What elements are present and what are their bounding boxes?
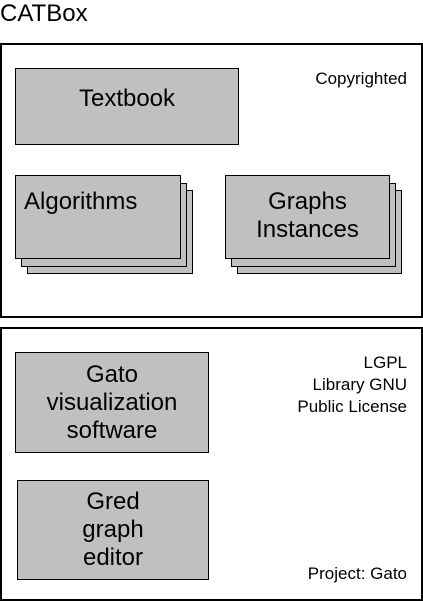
gred-label-line-1: Gred: [86, 488, 140, 515]
algorithms-label: Algorithms: [24, 188, 138, 215]
graphs-instances-box: Graphs Instances: [225, 175, 390, 259]
gato-label-line-1: Gato: [85, 361, 139, 388]
diagram-title: CATBox: [0, 0, 88, 27]
license-line-3: Public License: [297, 397, 407, 416]
gato-box: Gato visualization software: [15, 352, 209, 453]
gato-label-line-3: software: [66, 417, 158, 444]
gato-label-line-2: visualization: [46, 389, 178, 416]
textbook-box: Textbook: [15, 68, 239, 145]
algorithms-box: Algorithms: [15, 175, 181, 259]
graphs-label: Graphs: [268, 188, 347, 215]
lgpl-license-note: LGPL Library GNU Public License: [297, 352, 407, 418]
license-line-1: LGPL: [363, 353, 407, 372]
textbook-label: Textbook: [78, 85, 176, 112]
copyrighted-label: Copyrighted: [315, 69, 407, 88]
gred-label-line-3: editor: [82, 544, 144, 571]
gred-box: Gred graph editor: [17, 480, 209, 580]
project-label: Project: Gato: [307, 564, 407, 583]
license-line-2: Library GNU: [312, 375, 407, 394]
gred-label-line-2: graph: [82, 516, 144, 543]
instances-label: Instances: [256, 216, 359, 243]
